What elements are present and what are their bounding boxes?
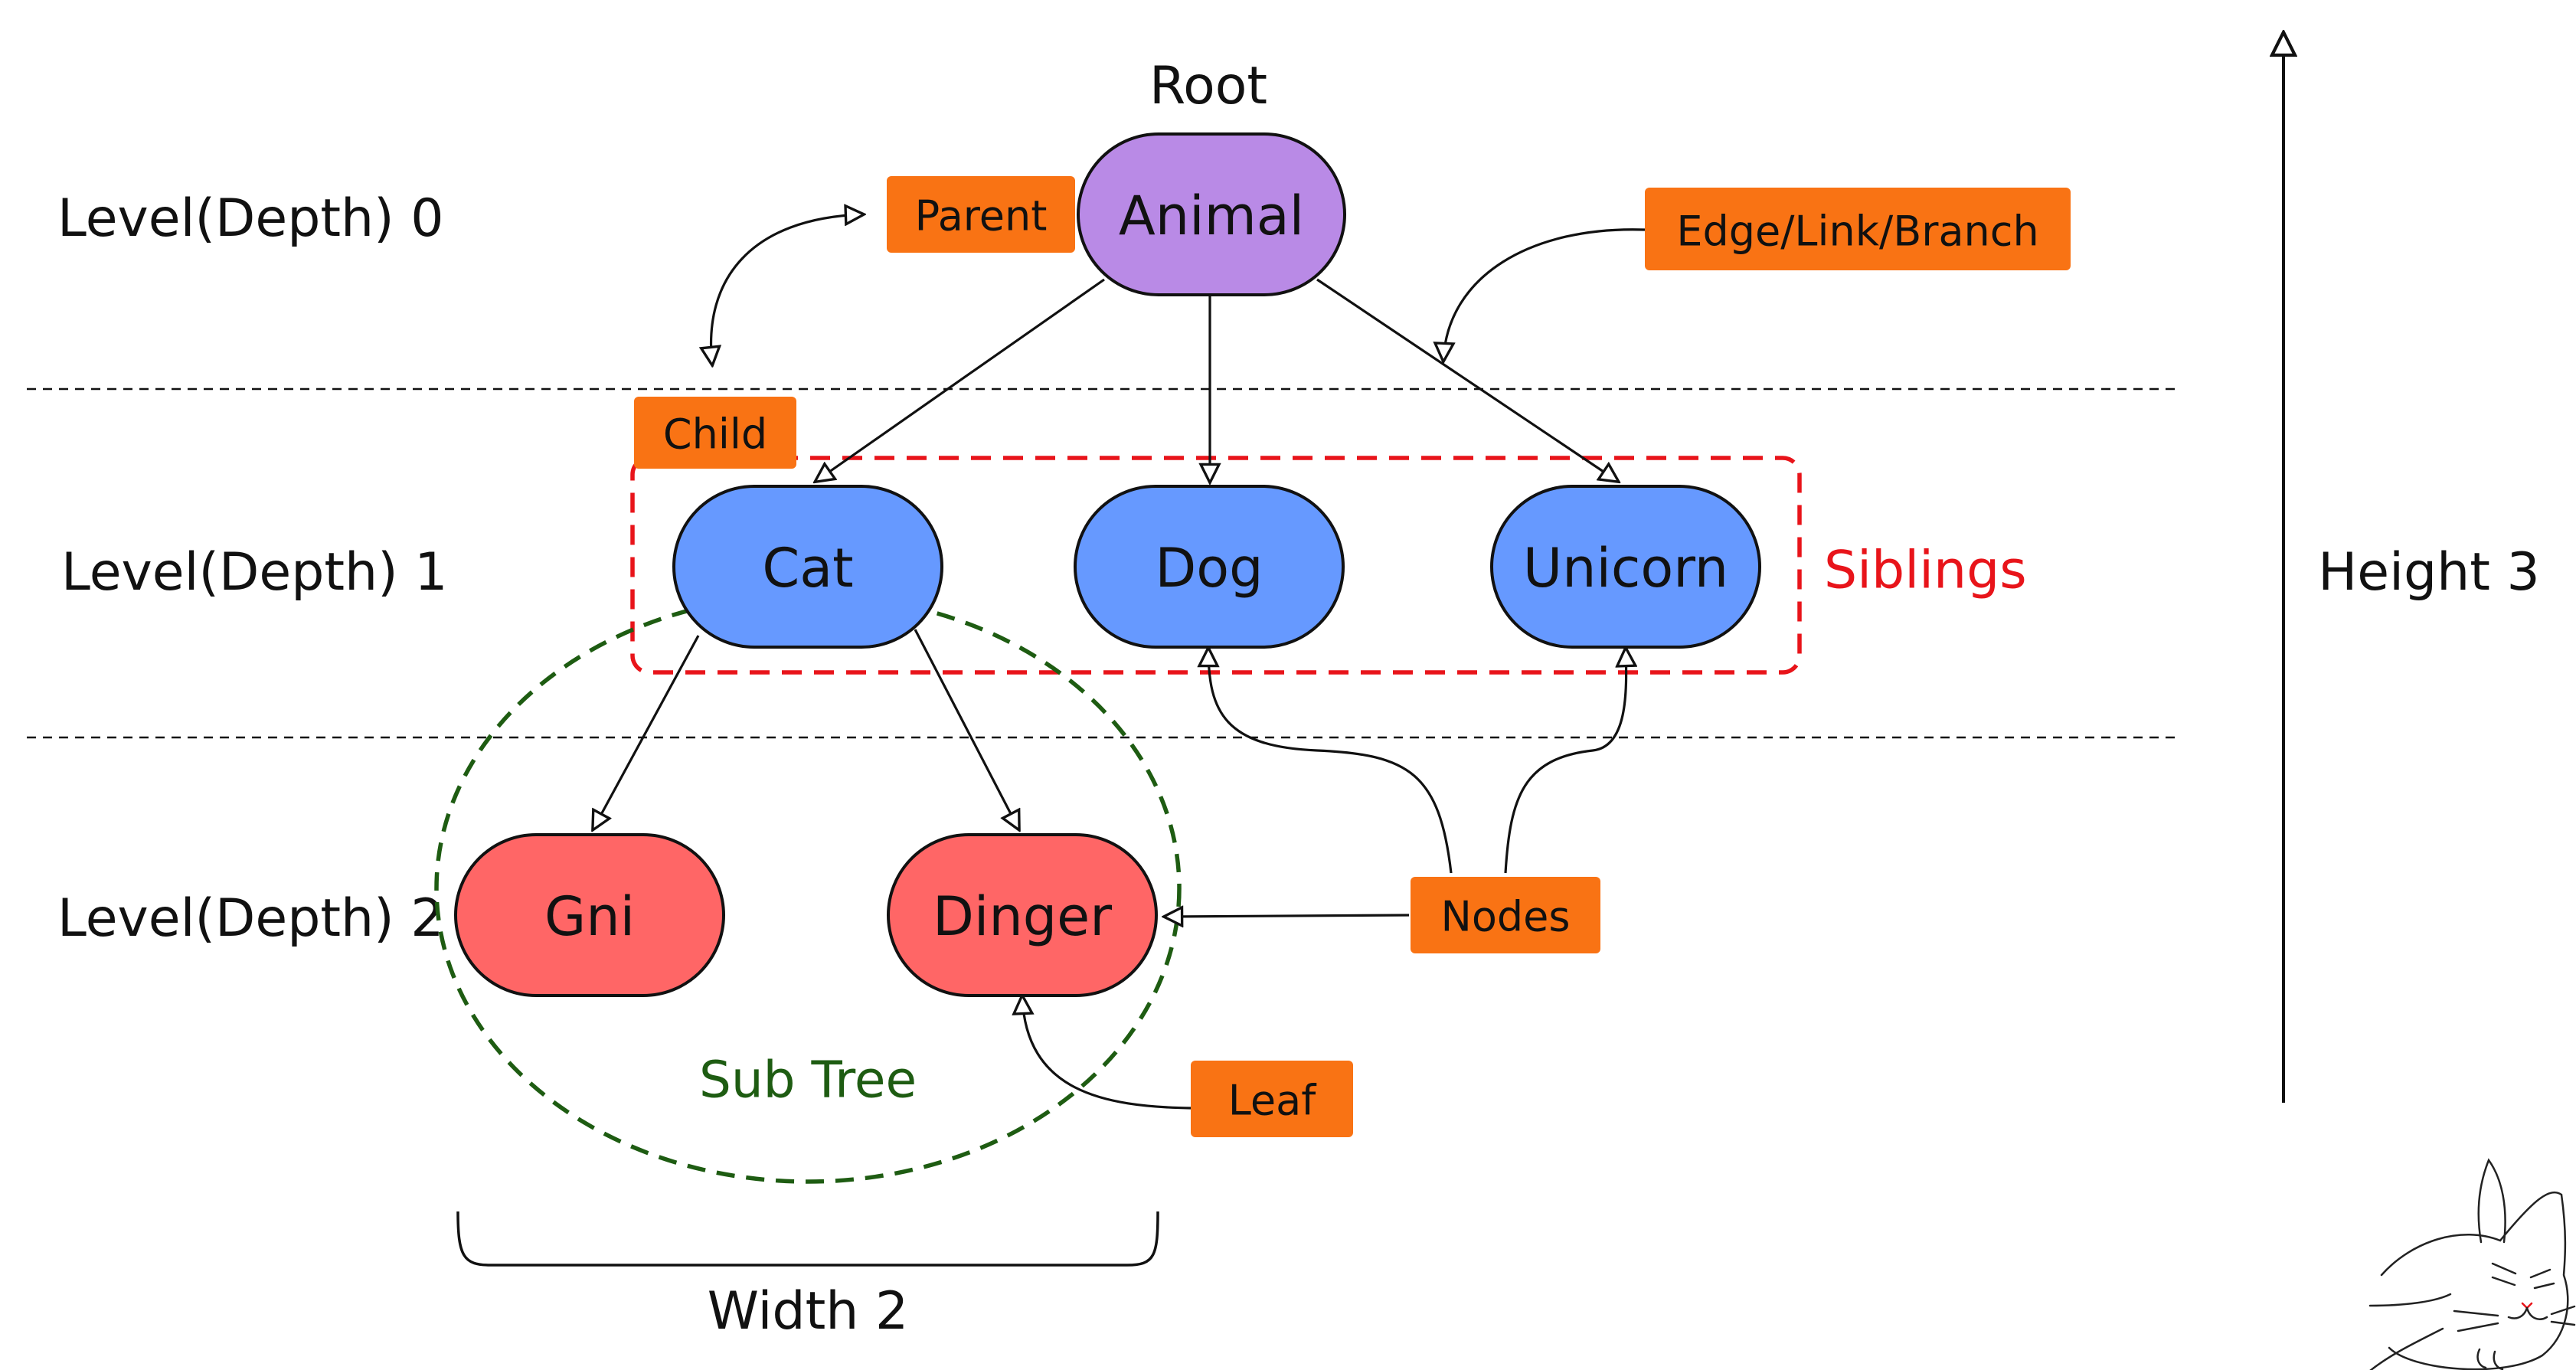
edge-cat-gni: [593, 635, 700, 829]
width-bracket: [456, 1211, 1159, 1267]
level-label-2: Level(Depth) 2: [57, 888, 444, 949]
tag-leaf-box: [1191, 1061, 1353, 1137]
node-gni: Gni: [454, 833, 725, 997]
width-label: Width 2: [708, 1281, 908, 1342]
level-label-1: Level(Depth) 1: [61, 542, 448, 603]
edge-animal-cat: [816, 278, 1105, 481]
height-label: Height 3: [2318, 542, 2540, 603]
node-animal-label: Animal: [1119, 185, 1304, 247]
nodes-to-dinger-pointer: [1165, 915, 1410, 917]
node-gni-shape: [454, 833, 725, 997]
siblings-label: Siblings: [1824, 541, 2027, 601]
node-dinger: Dinger: [887, 833, 1158, 997]
tag-parent: Parent: [887, 176, 1075, 253]
node-dinger-shape: [887, 833, 1158, 997]
node-gni-label: Gni: [544, 885, 635, 948]
tag-nodes-box: [1411, 877, 1600, 953]
nodes-to-dog-pointer: [1208, 649, 1453, 874]
tag-edge-label: Edge/Link/Branch: [1676, 208, 2038, 256]
subtree-label: Sub Tree: [699, 1051, 917, 1110]
node-dinger-label: Dinger: [933, 885, 1112, 948]
tree-edges: [593, 278, 1617, 829]
node-cat-shape: [672, 485, 943, 649]
tag-parent-box: [887, 176, 1075, 253]
edge-animal-unicorn: [1316, 278, 1617, 481]
node-dog-shape: [1074, 485, 1345, 649]
cat-doodle-icon: [2368, 1158, 2576, 1370]
edge-tag-pointer: [1443, 228, 1646, 360]
node-unicorn: Unicorn: [1490, 485, 1761, 649]
node-dog: Dog: [1074, 485, 1345, 649]
root-label: Root: [1149, 56, 1267, 116]
nodes-to-unicorn-pointer: [1504, 649, 1626, 874]
tag-nodes-label: Nodes: [1440, 893, 1570, 941]
node-unicorn-label: Unicorn: [1523, 537, 1728, 600]
siblings-group-outline: [630, 456, 1802, 675]
tag-edge-box: [1645, 188, 2071, 270]
node-animal: Animal: [1077, 132, 1346, 296]
tag-child: Child: [634, 397, 796, 469]
node-unicorn-shape: [1490, 485, 1761, 649]
tag-nodes: Nodes: [1411, 877, 1600, 953]
tag-leaf-label: Leaf: [1228, 1077, 1317, 1125]
edge-cat-dinger: [914, 629, 1018, 829]
tag-edge: Edge/Link/Branch: [1645, 188, 2071, 270]
node-animal-shape: [1077, 132, 1346, 296]
node-cat: Cat: [672, 485, 943, 649]
tag-child-label: Child: [663, 410, 767, 459]
parent-child-pointer: [711, 214, 862, 364]
annotation-pointers: [711, 214, 1646, 1110]
tag-leaf: Leaf: [1191, 1061, 1353, 1137]
node-cat-label: Cat: [762, 537, 853, 600]
tag-parent-label: Parent: [915, 192, 1048, 240]
level-label-0: Level(Depth) 0: [57, 188, 444, 249]
leaf-to-dinger-pointer: [1022, 997, 1192, 1110]
tag-child-box: [634, 397, 796, 469]
node-dog-label: Dog: [1155, 537, 1263, 600]
